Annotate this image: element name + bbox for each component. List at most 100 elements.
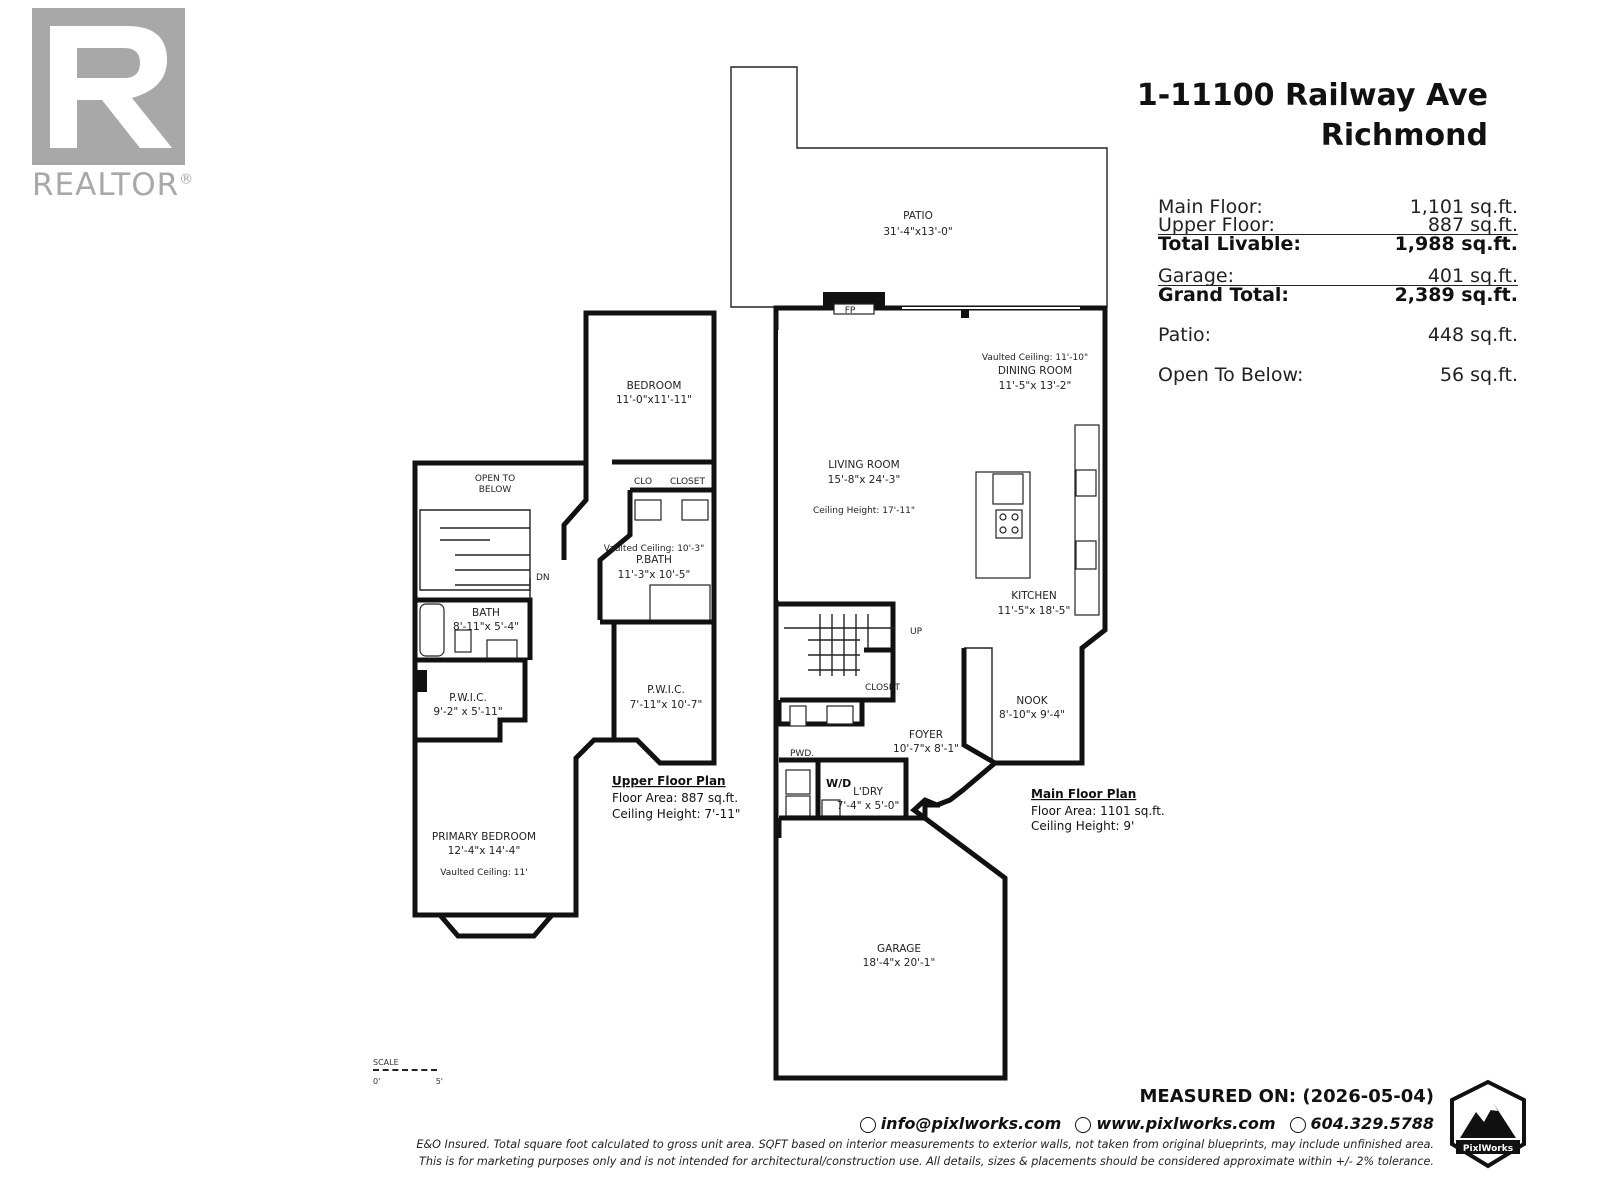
main-closet-label: CLOSET	[865, 683, 900, 693]
main-plan-area: Floor Area: 1101 sq.ft.	[1031, 804, 1165, 818]
pbath-dims: 11'-3"x 10'-5"	[618, 569, 691, 581]
realtor-word: REALTOR	[32, 167, 180, 203]
pixlworks-logo: PixlWorks	[1450, 1079, 1526, 1169]
garage-wall	[776, 802, 940, 838]
upper-plan-title: Upper Floor Plan	[612, 774, 726, 788]
email-item[interactable]: info@pixlworks.com	[859, 1114, 1062, 1133]
nook-wall	[961, 648, 997, 766]
upper-stairs	[419, 509, 531, 600]
pbath-wall	[597, 487, 717, 620]
dryer	[785, 795, 811, 817]
address-line-2: Richmond	[1320, 118, 1488, 153]
scale-end: 5'	[435, 1077, 443, 1086]
bedroom-name: BEDROOM	[627, 380, 682, 392]
pwic-left-name: P.W.I.C.	[449, 692, 487, 704]
scale-start: 0'	[373, 1077, 381, 1086]
nook-half-wall	[964, 647, 993, 763]
upper-closet-label: CLOSET	[670, 477, 705, 487]
area-upper-floor: Upper Floor: 887 sq.ft.	[1158, 214, 1518, 236]
pixlworks-wordmark: PixlWorks	[1463, 1144, 1513, 1154]
pbath-sink-left	[634, 499, 662, 521]
primary-dims: 12'-4"x 14'-4"	[448, 845, 521, 857]
sink	[992, 473, 1024, 505]
foyer-name: FOYER	[909, 729, 943, 741]
pwic-right-name: P.W.I.C.	[647, 684, 685, 696]
open-below-line-2: BELOW	[479, 485, 512, 495]
chimney	[415, 670, 427, 692]
area-main-floor: Main Floor:1,101 sq.ft.	[1158, 198, 1518, 217]
dining-dims: 11'-5"x 13'-2"	[999, 380, 1072, 392]
main-closet-wall	[780, 647, 896, 703]
email-text: info@pixlworks.com	[880, 1114, 1062, 1133]
area-open-to-below: Open To Below: 56 sq.ft.	[1158, 364, 1518, 386]
bath-toilet	[454, 629, 472, 653]
email-icon	[859, 1116, 876, 1133]
phone-item[interactable]: 604.329.5788	[1289, 1114, 1434, 1133]
fireplace-hearth	[833, 303, 875, 315]
realtor-registered-mark: ®	[179, 171, 195, 188]
post	[961, 308, 969, 318]
pbath-sink-right	[681, 499, 709, 521]
phone-text: 604.329.5788	[1310, 1114, 1434, 1133]
globe-icon	[1075, 1116, 1092, 1133]
scale-bar: SCALE 0' 5'	[373, 1058, 443, 1086]
pbath-note: Vaulted Ceiling: 10'-3"	[604, 544, 705, 554]
realtor-logo: REALTOR®	[32, 8, 202, 203]
pwic-left-wall	[415, 657, 528, 743]
scale-line	[373, 1069, 437, 1075]
bathtub	[419, 603, 445, 657]
area-value: 56 sq.ft.	[1439, 364, 1518, 386]
bath-name: BATH	[472, 607, 500, 619]
living-name: LIVING ROOM	[828, 459, 899, 471]
area-value: 887 sq.ft.	[1427, 214, 1518, 236]
open-below-line-1: OPEN TO	[475, 474, 515, 484]
website-item[interactable]: www.pixlworks.com	[1075, 1114, 1276, 1133]
kitchen-dims: 11'-5"x 18'-5"	[998, 605, 1071, 617]
area-label: Open To Below:	[1158, 364, 1304, 386]
area-label: Patio:	[1158, 324, 1212, 346]
powder-label: PWD.	[790, 749, 814, 759]
main-floor-walls	[773, 305, 1108, 1081]
foyer-dims: 10'-7"x 8'-1"	[893, 743, 959, 755]
main-stairs	[784, 614, 895, 676]
clo-label: CLO	[634, 477, 652, 487]
measured-on: MEASURED ON: (2026-05-04)	[1139, 1086, 1434, 1107]
washer	[785, 769, 811, 795]
living-dims: 15'-8"x 24'-3"	[828, 474, 901, 486]
area-value: 448 sq.ft.	[1427, 324, 1518, 346]
dining-name: DINING ROOM	[998, 365, 1072, 377]
area-grand-total: Grand Total:2,389 sq.ft.	[1158, 284, 1518, 306]
living-note: Ceiling Height: 17'-11"	[813, 506, 915, 516]
bath-vanity	[486, 639, 518, 659]
nook-dims: 8'-10"x 9'-4"	[999, 709, 1065, 721]
upper-plan-ceiling: Ceiling Height: 7'-11"	[612, 807, 740, 821]
address-line-1: 1-11100 Railway Ave	[1136, 78, 1488, 113]
area-value: 2,389 sq.ft.	[1394, 284, 1518, 306]
shower	[649, 584, 711, 624]
disclaimer-line-2: This is for marketing purposes only and …	[419, 1155, 1434, 1168]
primary-bay-window	[415, 912, 576, 939]
toilet	[789, 705, 807, 727]
laundry-dims: 7'-4" x 5'-0"	[837, 800, 900, 812]
cooktop	[995, 509, 1023, 539]
website-text: www.pixlworks.com	[1096, 1114, 1276, 1133]
kitchen-name: KITCHEN	[1011, 590, 1057, 602]
main-plan-title: Main Floor Plan	[1031, 787, 1136, 801]
disclaimer-line-1: E&O Insured. Total square foot calculate…	[416, 1138, 1434, 1151]
area-value: 401 sq.ft.	[1427, 265, 1518, 287]
phone-icon	[1289, 1116, 1306, 1133]
disclaimer: E&O Insured. Total square foot calculate…	[416, 1136, 1434, 1170]
pwic-right-dims: 7'-11"x 10'-7"	[630, 699, 703, 711]
realtor-r-mark	[32, 8, 185, 165]
bedroom-dims: 11'-0"x11'-11"	[616, 394, 692, 406]
patio-dims: 31'-4"x13'-0"	[883, 226, 952, 238]
up-label: UP	[910, 627, 923, 637]
fireplace	[823, 292, 885, 306]
primary-note: Vaulted Ceiling: 11'	[440, 868, 527, 878]
area-label: Upper Floor:	[1158, 214, 1275, 236]
bath-dims: 8'-11"x 5'-4"	[453, 621, 519, 633]
wd-label: W/D	[826, 777, 851, 790]
garage-name: GARAGE	[877, 943, 921, 955]
patio-name: PATIO	[903, 210, 933, 222]
property-address: 1-11100 Railway Ave Richmond	[1137, 76, 1488, 156]
